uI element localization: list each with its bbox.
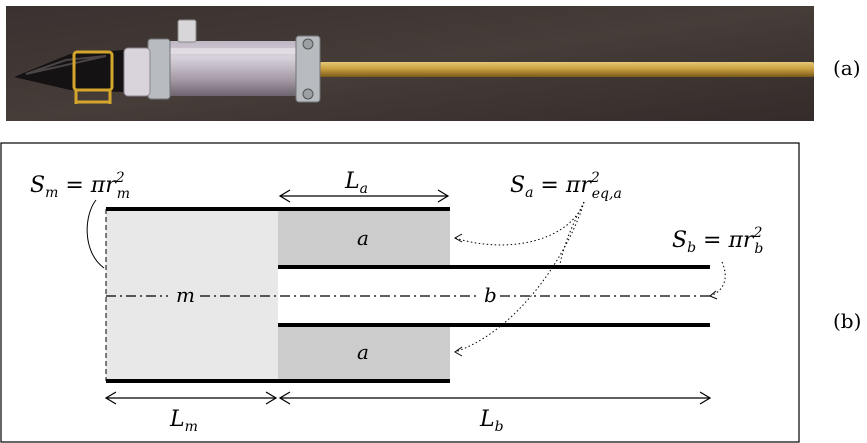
length-a-arrow [278, 189, 450, 203]
label-section-a-top: a [357, 226, 369, 250]
label-section-m: m [176, 283, 195, 307]
s-a-pointers [454, 201, 585, 353]
label-length-m: Lm [169, 407, 198, 435]
label-section-b: b [484, 283, 497, 307]
section-a-top-region [278, 209, 450, 267]
s-a-arrowheads [453, 233, 463, 357]
section-m-region [106, 209, 278, 381]
s-m-pointer [86, 199, 105, 269]
brass-tube [320, 62, 814, 77]
length-b-arrow [278, 391, 712, 405]
metal-clamp-right [295, 35, 321, 103]
s-b-arrowhead [709, 290, 718, 300]
instrument-photo [6, 6, 814, 121]
length-m-arrow [104, 391, 278, 405]
section-a-bottom-region [278, 325, 450, 381]
mouthpiece [14, 50, 138, 92]
panel-label-a: (a) [833, 56, 861, 80]
ligature [72, 50, 114, 104]
label-length-a: La [344, 169, 368, 197]
s-b-pointer [709, 261, 726, 297]
panel-label-b: (b) [833, 309, 861, 333]
top-screw-knob [177, 19, 197, 43]
transparent-cylinder [148, 41, 316, 96]
label-section-a-bottom: a [357, 340, 369, 364]
label-length-b: Lb [479, 407, 504, 435]
diagram-frame [0, 142, 800, 443]
